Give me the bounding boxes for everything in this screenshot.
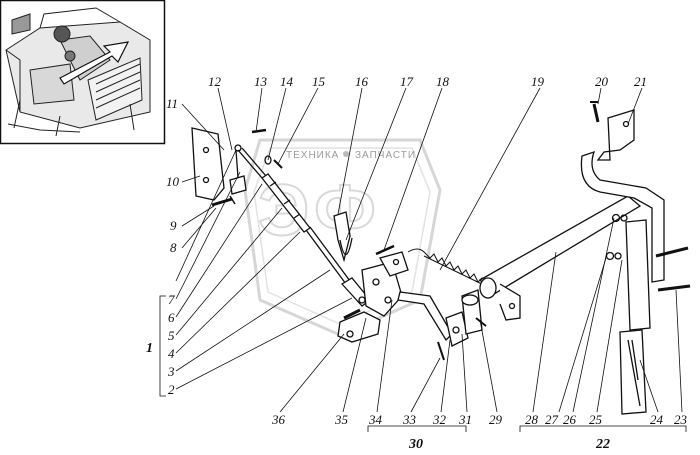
callout-23: 23 bbox=[674, 412, 688, 427]
callout-35: 35 bbox=[334, 412, 349, 427]
callout-7: 7 bbox=[168, 292, 175, 307]
callout-26: 26 bbox=[563, 412, 577, 427]
callout-18: 18 bbox=[436, 74, 450, 89]
spring bbox=[407, 248, 491, 289]
callout-19: 19 bbox=[531, 74, 545, 89]
callout-28: 28 bbox=[525, 412, 539, 427]
callout-21: 21 bbox=[634, 74, 647, 89]
callout-5: 5 bbox=[168, 328, 175, 343]
callout-13: 13 bbox=[254, 74, 268, 89]
callout-16: 16 bbox=[355, 74, 369, 89]
callout-group-22: 22 bbox=[595, 437, 610, 452]
callout-11: 11 bbox=[166, 96, 178, 111]
callout-17: 17 bbox=[400, 74, 414, 89]
watermark-text-right: ЗАПЧАСТИ bbox=[355, 150, 416, 161]
callout-34: 34 bbox=[368, 412, 383, 427]
callout-9: 9 bbox=[170, 218, 177, 233]
callout-25: 25 bbox=[589, 412, 603, 427]
callout-6: 6 bbox=[168, 310, 175, 325]
callout-14: 14 bbox=[280, 74, 294, 89]
callout-27: 27 bbox=[545, 412, 559, 427]
callout-15: 15 bbox=[312, 74, 326, 89]
callout-33: 33 bbox=[402, 412, 417, 427]
callout-labels: 7 6 5 4 3 2 1 8 9 10 11 12 13 14 15 16 1… bbox=[146, 74, 688, 452]
callout-10: 10 bbox=[166, 174, 180, 189]
callout-group-1: 1 bbox=[146, 341, 153, 356]
callout-24: 24 bbox=[650, 412, 664, 427]
callout-8: 8 bbox=[170, 240, 177, 255]
callout-4: 4 bbox=[168, 346, 175, 361]
callout-2: 2 bbox=[168, 382, 175, 397]
callout-31: 31 bbox=[458, 412, 472, 427]
callout-29: 29 bbox=[489, 412, 503, 427]
callout-3: 3 bbox=[167, 364, 175, 379]
watermark-text-left: ТЕХНИКА bbox=[286, 150, 339, 161]
callout-32: 32 bbox=[432, 412, 447, 427]
callout-12: 12 bbox=[208, 74, 222, 89]
callout-group-30: 30 bbox=[408, 437, 423, 452]
mechanism bbox=[191, 101, 691, 415]
inset-overview bbox=[0, 0, 166, 145]
watermark: ТЕХНИКА ЗАПЧАСТИ ЭФ bbox=[243, 138, 442, 337]
callout-20: 20 bbox=[595, 74, 609, 89]
watermark-logo: ЭФ bbox=[258, 171, 382, 251]
watermark-dot bbox=[343, 151, 349, 157]
leader-lines bbox=[159, 87, 687, 432]
callout-36: 36 bbox=[271, 412, 286, 427]
